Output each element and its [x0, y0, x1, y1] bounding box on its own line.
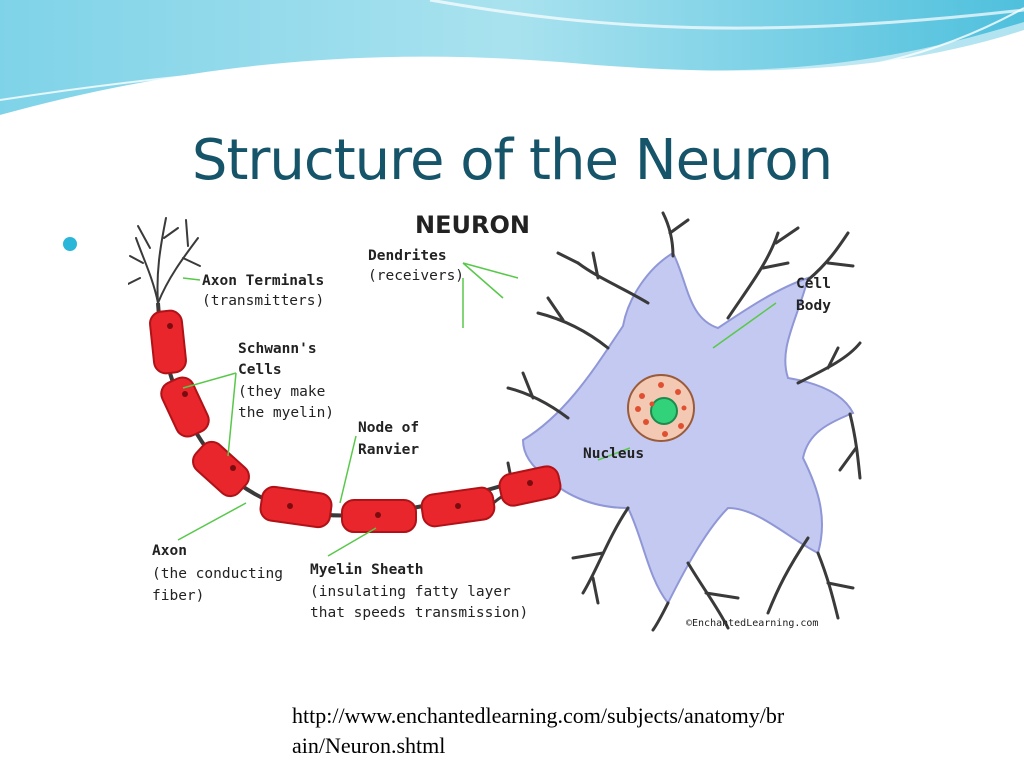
label-myelin-sheath-note2: that speeds transmission)	[310, 605, 528, 621]
myelin-sheath	[149, 309, 562, 533]
label-node-of-ranvier-line1: Node of	[358, 420, 419, 436]
label-cell-body-line2: Body	[796, 298, 831, 314]
label-dendrites: Dendrites	[368, 248, 447, 264]
header-wave-line	[429, 0, 1024, 30]
slide-title: Structure of the Neuron	[191, 128, 833, 193]
leader-lines	[177, 262, 777, 557]
axon-terminals	[128, 217, 201, 304]
nucleolus	[650, 397, 678, 425]
header-wave-highlight	[0, 22, 1024, 122]
label-schwanns-cells-line1: Schwann's	[238, 341, 317, 357]
label-myelin-sheath: Myelin Sheath	[310, 562, 424, 578]
neuron-diagram: NEURON Axon Terminals (transmitters) Den…	[128, 208, 862, 632]
dendrites	[486, 211, 862, 632]
diagram-heading: NEURON	[415, 211, 530, 239]
label-axon-terminals-note: (transmitters)	[202, 293, 324, 309]
header-wave-line	[0, 7, 1024, 101]
label-axon-note1: (the conducting	[152, 566, 283, 582]
bullet-point	[63, 237, 77, 251]
label-dendrites-note: (receivers)	[368, 268, 464, 284]
label-axon: Axon	[152, 543, 187, 559]
label-node-of-ranvier-line2: Ranvier	[358, 442, 419, 458]
label-nucleus: Nucleus	[583, 446, 644, 462]
label-axon-note2: fiber)	[152, 588, 204, 604]
label-schwanns-cells-note1: (they make	[238, 384, 325, 400]
label-axon-terminals: Axon Terminals	[202, 273, 324, 289]
header-wave	[0, 0, 1024, 115]
label-schwanns-cells-note2: the myelin)	[238, 405, 334, 421]
label-schwanns-cells-line2: Cells	[238, 362, 282, 378]
diagram-credit: ©EnchantedLearning.com	[686, 618, 818, 629]
label-cell-body-line1: Cell	[796, 276, 831, 292]
source-link[interactable]: http://www.enchantedlearning.com/subject…	[292, 703, 785, 758]
label-myelin-sheath-note1: (insulating fatty layer	[310, 584, 511, 600]
